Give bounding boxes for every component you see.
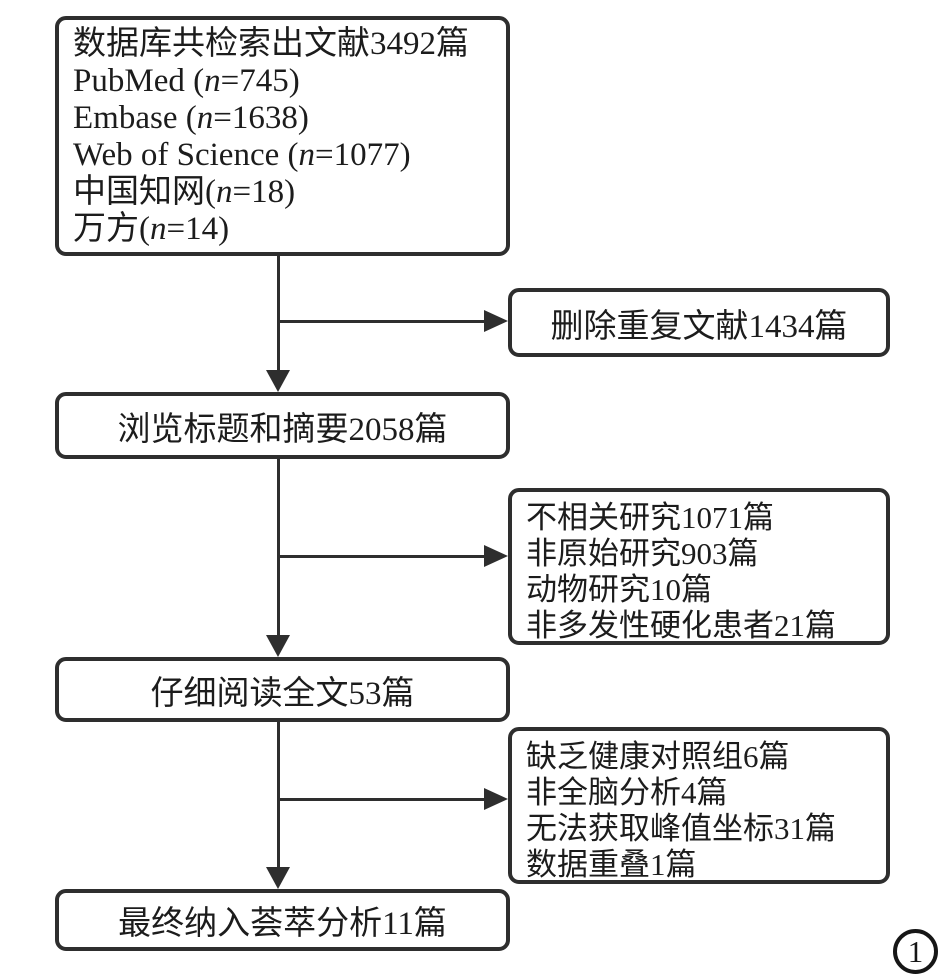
arrow-right-to-excluded-fulltext-icon — [484, 788, 508, 810]
box-included-meta-analysis: 最终纳入荟萃分析11篇 — [55, 889, 510, 951]
excluded-non-ms-line: 非多发性硬化患者21篇 — [526, 608, 836, 643]
search-total-line: 数据库共检索出文献3492篇 — [73, 26, 469, 62]
search-cnki-line: 中国知网(n=18) — [73, 174, 296, 210]
figure-number-badge: 1 — [893, 929, 938, 974]
excluded-no-hc-line: 缺乏健康对照组6篇 — [526, 739, 790, 774]
arrow-right-to-duplicates-icon — [484, 310, 508, 332]
arrow-down-to-fulltext-icon — [266, 635, 290, 657]
fulltext-reviewed-label: 仔细阅读全文53篇 — [150, 675, 415, 712]
box-fulltext-reviewed: 仔细阅读全文53篇 — [55, 657, 510, 722]
search-pubmed-line: PubMed (n=745) — [73, 63, 300, 99]
figure-number: 1 — [907, 933, 924, 969]
arrow-down-to-screening-icon — [266, 370, 290, 392]
excluded-non-original-line: 非原始研究903篇 — [526, 536, 759, 571]
search-wos-line: Web of Science (n=1077) — [73, 137, 411, 173]
connector-branch-excluded-screening — [278, 555, 486, 558]
box-excluded-after-fulltext: 缺乏健康对照组6篇 非全脑分析4篇 无法获取峰值坐标31篇 数据重叠1篇 — [508, 727, 890, 884]
excluded-no-coordinates-line: 无法获取峰值坐标31篇 — [526, 811, 836, 846]
included-label: 最终纳入荟萃分析11篇 — [118, 906, 447, 942]
title-abstract-screened-label: 浏览标题和摘要2058篇 — [117, 411, 448, 448]
excluded-overlap-line: 数据重叠1篇 — [526, 847, 697, 882]
duplicates-removed-label: 删除重复文献1434篇 — [550, 308, 848, 345]
excluded-irrelevant-line: 不相关研究1071篇 — [526, 500, 774, 535]
box-excluded-after-screening: 不相关研究1071篇 非原始研究903篇 动物研究10篇 非多发性硬化患者21篇 — [508, 488, 890, 645]
box-duplicates-removed: 删除重复文献1434篇 — [508, 288, 890, 357]
connector-search-to-screening — [277, 256, 280, 372]
search-embase-line: Embase (n=1638) — [73, 100, 309, 136]
arrow-down-to-included-icon — [266, 867, 290, 889]
box-title-abstract-screened: 浏览标题和摘要2058篇 — [55, 392, 510, 459]
connector-branch-excluded-fulltext — [278, 798, 486, 801]
arrow-right-to-excluded-screening-icon — [484, 545, 508, 567]
connector-branch-duplicates — [278, 320, 486, 323]
box-database-search: 数据库共检索出文献3492篇 PubMed (n=745) Embase (n=… — [55, 16, 510, 256]
excluded-non-wholebrain-line: 非全脑分析4篇 — [526, 775, 728, 810]
connector-fulltext-to-included — [277, 722, 280, 868]
connector-screening-to-fulltext — [277, 459, 280, 636]
excluded-animal-line: 动物研究10篇 — [526, 572, 712, 607]
search-wanfang-line: 万方(n=14) — [73, 211, 230, 247]
